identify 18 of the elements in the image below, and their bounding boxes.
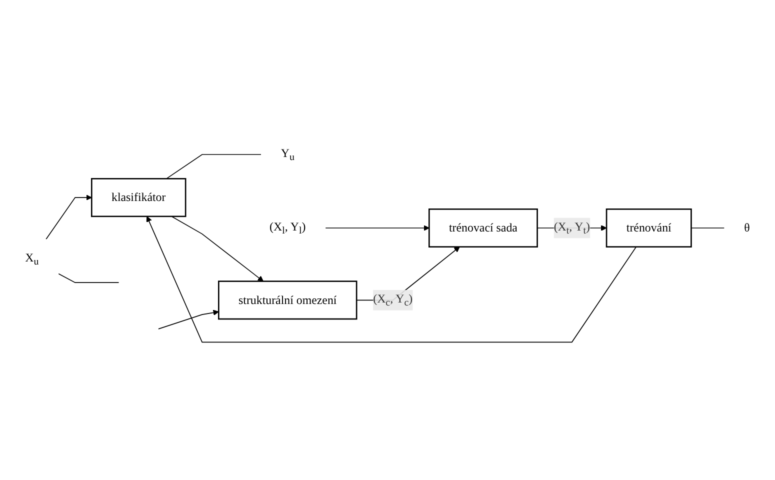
- node-text: θ: [744, 221, 750, 234]
- connector: [166, 154, 262, 180]
- node-box: [218, 280, 358, 320]
- node-box: [606, 208, 692, 248]
- arrow: [158, 310, 219, 330]
- edge-label: (X$_{c}$, Y$_{c}$): [373, 292, 413, 308]
- arrow: [325, 225, 430, 232]
- node-box: [428, 208, 538, 248]
- arrow: [146, 216, 637, 343]
- connector: [690, 228, 725, 229]
- node-text: (X$_{l}$, Y$_{l}$): [270, 220, 306, 236]
- arrow: [171, 216, 264, 282]
- node-box: [90, 178, 186, 218]
- arrow: [46, 194, 92, 240]
- node-text: X$_{u}$: [25, 251, 39, 268]
- node-text: Y$_{u}$: [280, 146, 294, 163]
- edge-label: (X$_{t}$, Y$_{t}$): [554, 220, 590, 236]
- connector: [58, 273, 120, 284]
